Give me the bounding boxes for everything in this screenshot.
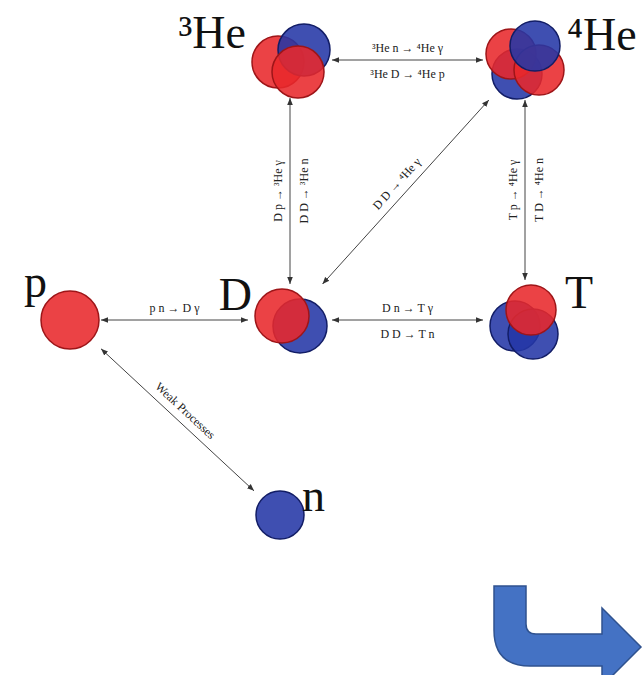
particle-node: p bbox=[39, 289, 101, 351]
reaction-label: D D → T n bbox=[378, 328, 436, 342]
nucleus-label-holder: p bbox=[24, 259, 47, 305]
reaction-label-holder: D n → T γ bbox=[380, 298, 435, 316]
nucleus-label-holder: ³He bbox=[179, 10, 246, 56]
reaction-label: D D → ⁴He γ bbox=[369, 154, 425, 214]
reaction-label: D n → T γ bbox=[380, 302, 435, 316]
nucleus-label-holder: ⁴He bbox=[567, 12, 637, 58]
reaction-label-holder: ³He n → ⁴He γ bbox=[370, 38, 445, 56]
nucleus-label: ⁴He bbox=[567, 12, 637, 58]
reaction-label: T D → ⁴He n bbox=[533, 156, 547, 224]
nucleus-label-holder: T bbox=[565, 270, 593, 316]
proton-ball bbox=[506, 285, 556, 335]
particle-node: D bbox=[248, 284, 332, 356]
reaction-arrow bbox=[101, 349, 254, 491]
nucleus-drawing bbox=[254, 489, 306, 541]
particle-node: n bbox=[254, 489, 306, 541]
particle-node: T bbox=[483, 280, 567, 360]
nucleus-drawing bbox=[248, 284, 332, 356]
reaction-arrow bbox=[332, 60, 483, 61]
reaction-label: ³He D → ⁴He p bbox=[368, 68, 446, 82]
particle-node: ⁴He bbox=[483, 20, 567, 100]
reaction-label-holder: T p → ⁴He γ bbox=[503, 158, 521, 223]
nucleus-label-holder: D bbox=[219, 272, 252, 318]
nucleus-label: T bbox=[565, 270, 593, 316]
nucleus-drawing bbox=[483, 280, 567, 360]
reaction-label: Weak Processes bbox=[151, 379, 220, 444]
proton-ball bbox=[41, 291, 99, 349]
reaction-label-holder: Weak Processes bbox=[151, 376, 222, 444]
nucleus-label-holder: n bbox=[302, 473, 325, 519]
reaction-arrow bbox=[290, 98, 291, 284]
nucleus-label: n bbox=[302, 473, 325, 519]
reaction-arrow bbox=[332, 320, 483, 321]
nucleus-label: p bbox=[24, 259, 47, 305]
reaction-label-holder: D D → T n bbox=[378, 324, 436, 342]
particle-node: ³He bbox=[248, 22, 332, 98]
reaction-arrow bbox=[525, 100, 526, 280]
reaction-arrow bbox=[323, 100, 489, 284]
reaction-label: D p → ³He γ bbox=[272, 158, 286, 224]
nucleus-drawing bbox=[248, 22, 332, 98]
reaction-label: ³He n → ⁴He γ bbox=[370, 42, 445, 56]
reaction-label-holder: T D → ⁴He n bbox=[529, 156, 547, 224]
reaction-label-holder: D D → ³He n bbox=[294, 157, 312, 226]
proton-ball bbox=[272, 46, 324, 98]
nucleus-label: D bbox=[219, 272, 252, 318]
reaction-label-holder: D p → ³He γ bbox=[268, 158, 286, 224]
reaction-label: T p → ⁴He γ bbox=[507, 158, 521, 223]
proton-ball bbox=[255, 289, 309, 343]
reaction-label: p n → D γ bbox=[148, 302, 202, 316]
nucleus-drawing bbox=[483, 20, 567, 100]
neutron-ball bbox=[256, 491, 304, 539]
neutron-ball bbox=[510, 21, 560, 71]
nucleus-drawing bbox=[39, 289, 101, 351]
bent-arrow bbox=[494, 586, 641, 675]
reaction-label-holder: D D → ⁴He γ bbox=[366, 152, 425, 215]
nucleus-label: ³He bbox=[179, 10, 246, 56]
reaction-label: D D → ³He n bbox=[298, 157, 312, 226]
reaction-label-holder: ³He D → ⁴He p bbox=[368, 64, 446, 82]
reaction-arrow bbox=[101, 320, 248, 321]
reaction-label-holder: p n → D γ bbox=[148, 298, 202, 316]
